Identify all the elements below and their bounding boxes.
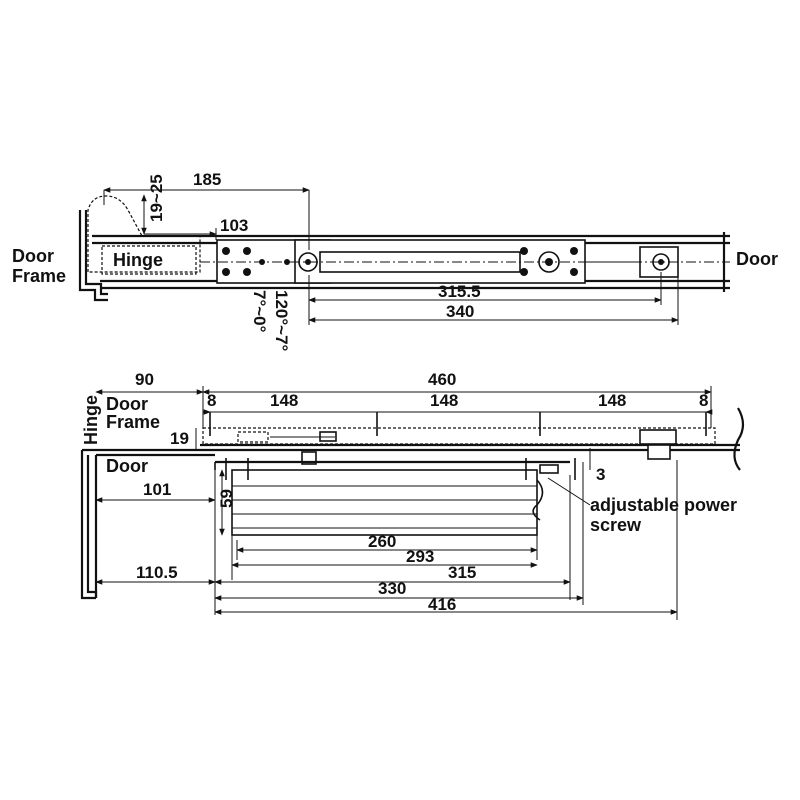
- side-door-label: Door: [106, 456, 148, 476]
- dim-148-c: 148: [598, 391, 626, 410]
- dim-293: 293: [406, 547, 434, 566]
- dim-340: 340: [446, 302, 474, 321]
- door-frame-outline: [78, 210, 108, 302]
- frame-break: [733, 407, 745, 471]
- side-door-frame-line1: Door: [106, 394, 148, 414]
- power-screw-label-line1: adjustable power: [590, 495, 737, 515]
- angle-7-0: 7°~0°: [250, 290, 269, 333]
- door-label: Door: [736, 249, 778, 269]
- dim-185: 185: [193, 170, 221, 189]
- dim-101: 101: [143, 480, 171, 499]
- dim-148-b: 148: [430, 391, 458, 410]
- closer-body: [231, 469, 538, 536]
- dim-8-right: 8: [699, 391, 708, 410]
- door-frame-label-line1: Door: [12, 246, 54, 266]
- hinge-label: Hinge: [113, 250, 163, 270]
- dim-90: 90: [135, 370, 154, 389]
- power-screw: [532, 479, 544, 521]
- door-frame-label-line2: Frame: [12, 266, 66, 286]
- side-door-frame-line2: Frame: [106, 412, 160, 432]
- dim-315: 315: [448, 563, 476, 582]
- dim-103: 103: [220, 216, 248, 235]
- dim-315-5: 315.5: [438, 282, 481, 301]
- side-hinge-label: Hinge: [81, 395, 101, 445]
- dim-460: 460: [428, 370, 456, 389]
- frame-slot: [202, 427, 716, 445]
- side-view: Hinge: [80, 370, 745, 620]
- dim-110-5: 110.5: [136, 563, 178, 582]
- frame-screws: [209, 412, 707, 436]
- dim-416: 416: [428, 595, 456, 614]
- power-screw-label-line2: screw: [590, 515, 642, 535]
- dim-330: 330: [378, 579, 406, 598]
- top-view: Hinge Door Frame Door 185: [12, 170, 778, 352]
- hinge-edge-2: [86, 455, 98, 598]
- hinge-box: [101, 245, 197, 275]
- door-frame-inner: [84, 210, 108, 296]
- dim-19-25: 19~25: [147, 174, 166, 222]
- dim-59: 59: [217, 489, 236, 508]
- angle-120-7: 120°~7°: [272, 290, 291, 352]
- dim-8-left: 8: [207, 391, 216, 410]
- dim-19: 19: [170, 429, 189, 448]
- hinge-edge: [80, 450, 96, 600]
- door-screws: [225, 451, 576, 480]
- dim-3: 3: [596, 465, 605, 484]
- closer-rail: [294, 239, 586, 284]
- dim-148-a: 148: [270, 391, 298, 410]
- dim-260: 260: [368, 532, 396, 551]
